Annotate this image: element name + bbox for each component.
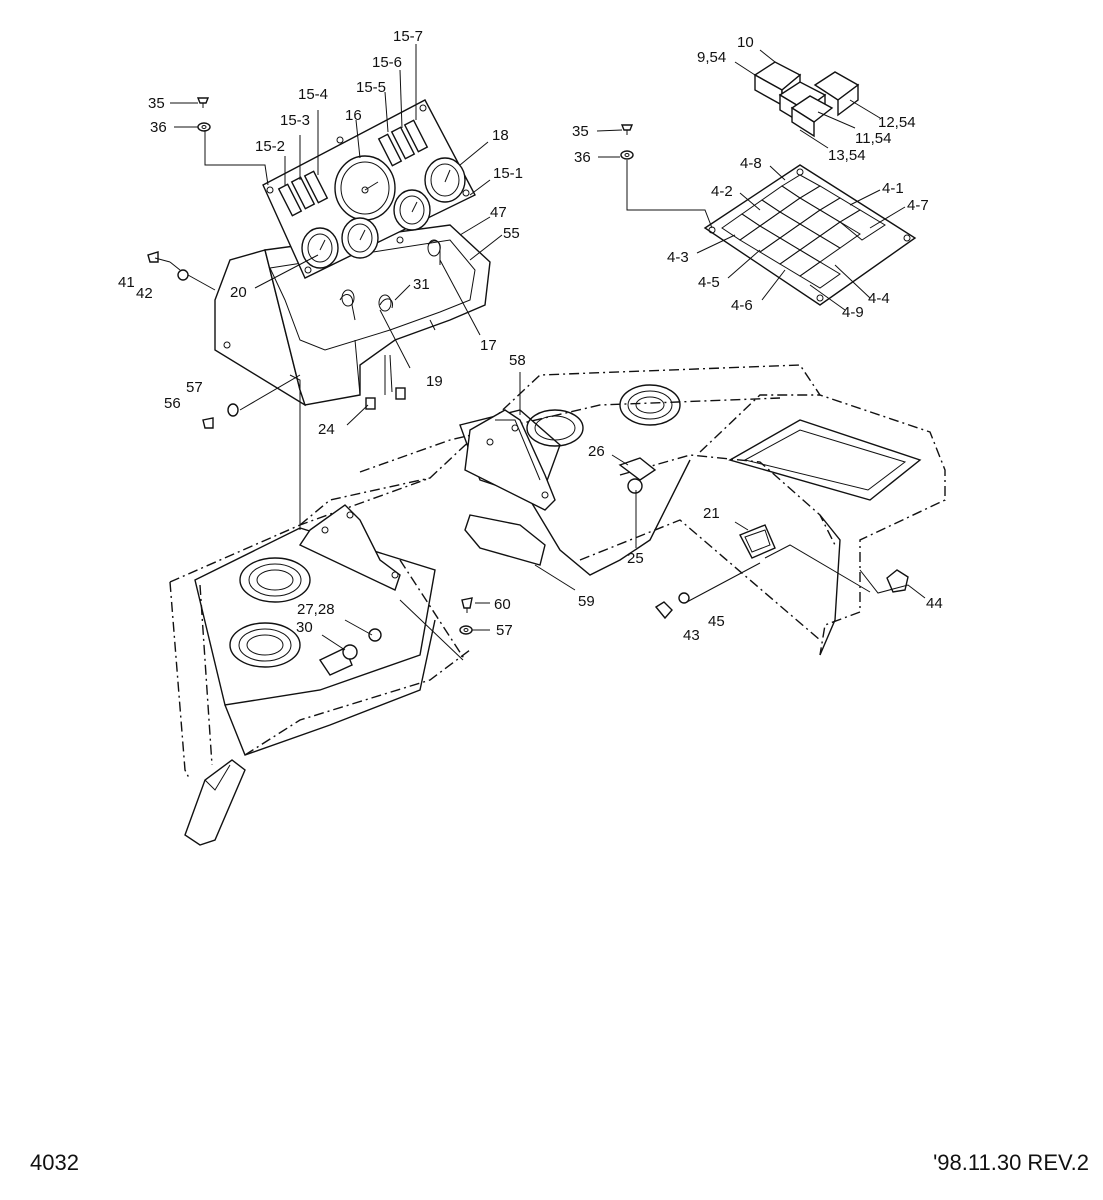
callout-4-8: 4-8 (740, 155, 762, 172)
gauge-panel-face (262, 99, 476, 279)
callout-13-54: 13,54 (828, 147, 866, 164)
fasteners (147, 97, 634, 635)
callout-42: 42 (136, 285, 153, 302)
callout-labels: 10 9,54 12,54 11,54 13,54 35 36 35 36 15… (118, 28, 943, 644)
leader-lines (169, 44, 926, 661)
callout-35-right: 35 (572, 123, 589, 140)
callout-36-right: 36 (574, 149, 591, 166)
callout-59: 59 (578, 593, 595, 610)
callout-4-1: 4-1 (882, 180, 904, 197)
callout-15-2: 15-2 (255, 138, 285, 155)
callout-4-3: 4-3 (667, 249, 689, 266)
callout-16: 16 (345, 107, 362, 124)
callout-19: 19 (426, 373, 443, 390)
brackets (298, 409, 556, 591)
callout-58: 58 (509, 352, 526, 369)
callout-41: 41 (118, 274, 135, 291)
console-body (169, 364, 946, 846)
callout-43: 43 (683, 627, 700, 644)
callout-15-1: 15-1 (493, 165, 523, 182)
callout-55: 55 (503, 225, 520, 242)
callout-4-7: 4-7 (907, 197, 929, 214)
callout-27-28: 27,28 (297, 601, 335, 618)
callout-60: 60 (494, 596, 511, 613)
callout-4-9: 4-9 (842, 304, 864, 321)
callout-10: 10 (737, 34, 754, 51)
callout-44: 44 (926, 595, 943, 612)
page-number: 4032 (30, 1150, 79, 1175)
callout-17: 17 (480, 337, 497, 354)
callout-15-7: 15-7 (393, 28, 423, 45)
callout-11-54: 11,54 (855, 130, 891, 147)
callout-45: 45 (708, 613, 725, 630)
callout-12-54: 12,54 (878, 114, 916, 131)
speaker-grilles (229, 384, 681, 668)
callout-35-left: 35 (148, 95, 165, 112)
callout-30: 30 (296, 619, 313, 636)
callout-15-5: 15-5 (356, 79, 386, 96)
callout-36-left: 36 (150, 119, 167, 136)
callout-9-54: 9,54 (697, 49, 726, 66)
panel-wiring (339, 239, 441, 321)
callout-25: 25 (627, 550, 644, 567)
switch-panel (703, 164, 917, 306)
callout-31: 31 (413, 276, 430, 293)
callout-4-5: 4-5 (698, 274, 720, 291)
small-parts (318, 457, 909, 676)
callout-47: 47 (490, 204, 507, 221)
callout-4-6: 4-6 (731, 297, 753, 314)
callout-18: 18 (492, 127, 509, 144)
callout-56: 56 (164, 395, 181, 412)
callout-26: 26 (588, 443, 605, 460)
callout-4-4: 4-4 (868, 290, 890, 307)
rocker-switch-set (753, 61, 860, 138)
revision-date: '98.11.30 REV.2 (933, 1150, 1089, 1175)
callout-20: 20 (230, 284, 247, 301)
callout-4-2: 4-2 (711, 183, 733, 200)
callout-24: 24 (318, 421, 335, 438)
callout-57-lower: 57 (496, 622, 513, 639)
callout-15-3: 15-3 (280, 112, 310, 129)
callout-57-upper: 57 (186, 379, 203, 396)
callout-15-6: 15-6 (372, 54, 402, 71)
callout-21: 21 (703, 505, 720, 522)
callout-15-4: 15-4 (298, 86, 328, 103)
